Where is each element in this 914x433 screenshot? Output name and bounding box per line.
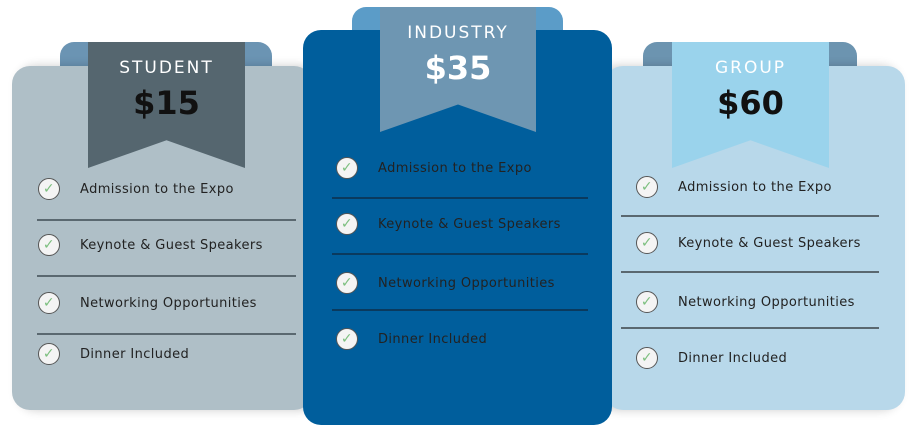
- feature-item: ✓Keynote & Guest Speakers: [636, 232, 861, 254]
- check-icon: ✓: [636, 176, 658, 198]
- feature-item: ✓Keynote & Guest Speakers: [336, 213, 561, 235]
- check-icon: ✓: [636, 232, 658, 254]
- plan-tier: STUDENT: [119, 58, 214, 78]
- plan-tier: GROUP: [714, 58, 787, 78]
- feature-item: ✓Admission to the Expo: [636, 176, 832, 198]
- check-icon: ✓: [636, 291, 658, 313]
- divider: [621, 215, 879, 217]
- feature-item: ✓Networking Opportunities: [336, 272, 555, 294]
- divider: [332, 253, 588, 255]
- industry-ribbon: INDUSTRY $35: [380, 7, 536, 132]
- plan-price: $15: [133, 84, 200, 122]
- divider: [332, 309, 588, 311]
- feature-item: ✓Admission to the Expo: [336, 157, 532, 179]
- feature-item: ✓Networking Opportunities: [636, 291, 855, 313]
- check-icon: ✓: [636, 347, 658, 369]
- feature-item: ✓Keynote & Guest Speakers: [38, 234, 263, 256]
- check-icon: ✓: [336, 272, 358, 294]
- check-icon: ✓: [38, 178, 60, 200]
- plan-tier: INDUSTRY: [407, 23, 509, 43]
- check-icon: ✓: [38, 343, 60, 365]
- plan-price: $60: [717, 84, 784, 122]
- feature-item: ✓Admission to the Expo: [38, 178, 234, 200]
- feature-item: ✓Networking Opportunities: [38, 292, 257, 314]
- divider: [37, 219, 296, 221]
- check-icon: ✓: [38, 234, 60, 256]
- divider: [332, 197, 588, 199]
- check-icon: ✓: [336, 157, 358, 179]
- feature-item: ✓Dinner Included: [336, 328, 487, 350]
- divider: [621, 271, 879, 273]
- divider: [37, 275, 296, 277]
- plan-price: $35: [424, 49, 492, 87]
- divider: [621, 327, 879, 329]
- feature-item: ✓Dinner Included: [38, 343, 189, 365]
- check-icon: ✓: [336, 328, 358, 350]
- feature-item: ✓Dinner Included: [636, 347, 787, 369]
- student-ribbon: STUDENT $15: [88, 42, 245, 168]
- divider: [37, 333, 296, 335]
- check-icon: ✓: [38, 292, 60, 314]
- check-icon: ✓: [336, 213, 358, 235]
